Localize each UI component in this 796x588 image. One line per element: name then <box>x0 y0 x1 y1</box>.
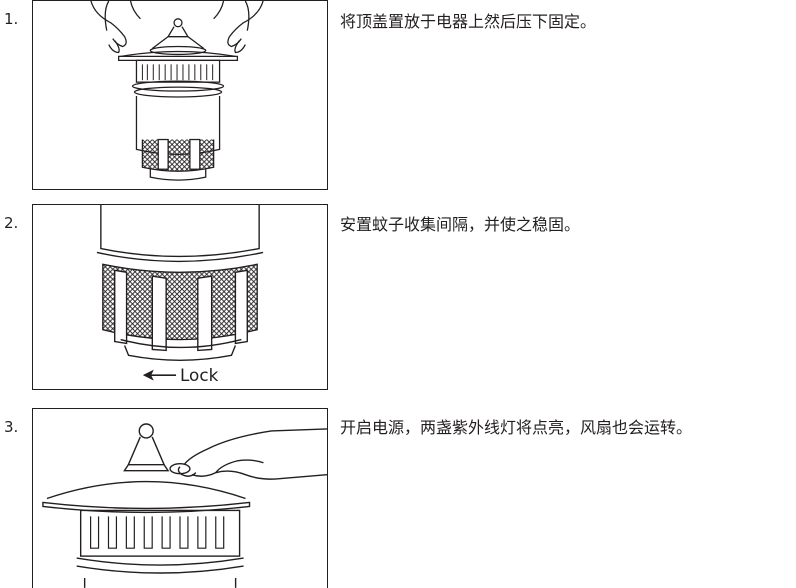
step-2-illustration: Lock <box>32 204 328 390</box>
step-2-text: 安置蚊子收集间隔，并使之稳固。 <box>340 215 581 234</box>
step-1-number: 1. <box>4 10 19 28</box>
lock-label: Lock <box>180 365 219 385</box>
lamp-top-cover-illustration <box>90 1 264 181</box>
step-2-number: 2. <box>4 214 19 232</box>
step-1-illustration <box>32 0 328 190</box>
step-3-illustration <box>32 408 328 588</box>
step-3-text: 开启电源，两盏紫外线灯将点亮，风扇也会运转。 <box>340 418 693 437</box>
collection-chamber-illustration: Lock <box>96 205 264 385</box>
step-3-number: 3. <box>4 418 19 436</box>
step-1-text: 将顶盖置放于电器上然后压下固定。 <box>340 12 597 31</box>
power-button-illustration <box>42 423 327 588</box>
